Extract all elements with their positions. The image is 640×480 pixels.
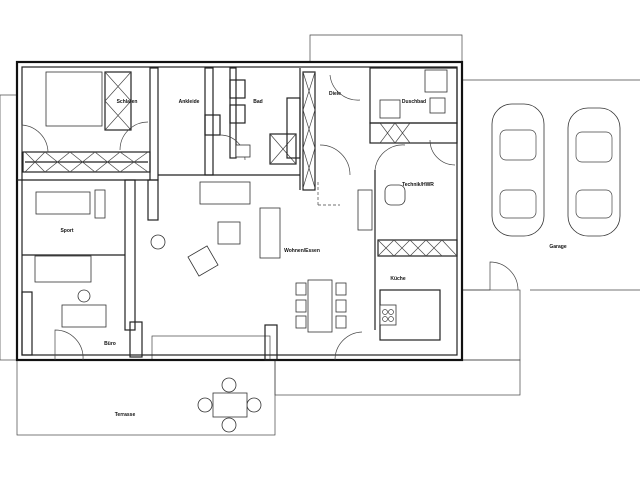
- room-label-buero: Büro: [104, 341, 116, 347]
- room-label-schlafen: Schlafen: [117, 99, 138, 105]
- garage: [462, 79, 640, 291]
- room-label-bad: Bad: [253, 99, 262, 105]
- room-label-diele: Diele: [329, 91, 341, 97]
- room-label-wohnen-essen: Wohnen/Essen: [284, 248, 320, 254]
- desk-icon: [61, 304, 107, 328]
- doors: [21, 74, 456, 361]
- terrace-table-icon: [197, 377, 262, 433]
- exterior-walls: [15, 60, 464, 362]
- furniture: [34, 69, 448, 433]
- bed-icon: [45, 71, 103, 127]
- car-icon: [491, 103, 545, 237]
- room-label-kueche: Küche: [390, 276, 406, 282]
- stove-icon: [379, 304, 397, 326]
- dining-table-icon: [307, 279, 333, 333]
- room-labels: Schlafen Ankleide Bad Diele Duschbad Tec…: [60, 91, 566, 418]
- room-label-technik: Technik/HWR: [402, 182, 434, 188]
- interior-walls: [17, 67, 458, 361]
- room-label-garage: Garage: [549, 244, 566, 250]
- armchair-icon: [187, 245, 219, 277]
- room-label-ankleide: Ankleide: [179, 99, 200, 105]
- upper-outline: [309, 34, 463, 80]
- room-label-sport: Sport: [60, 228, 73, 234]
- car-icon: [567, 107, 621, 237]
- sofa-icon: [35, 191, 91, 215]
- room-label-duschbad: Duschbad: [402, 99, 426, 105]
- room-label-terrasse: Terrasse: [115, 412, 136, 418]
